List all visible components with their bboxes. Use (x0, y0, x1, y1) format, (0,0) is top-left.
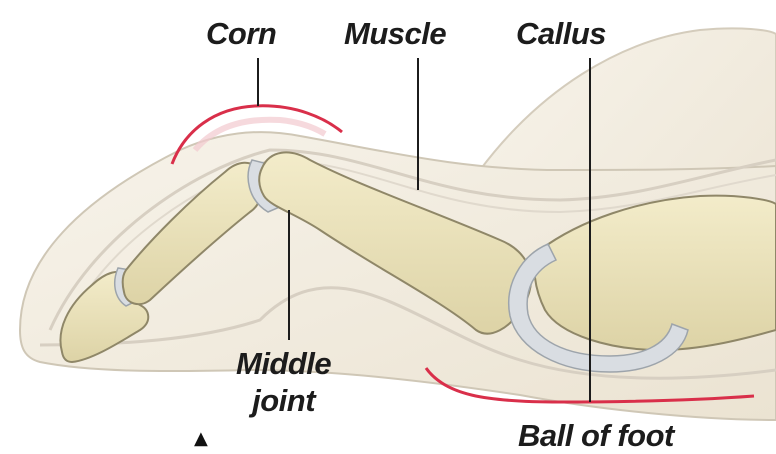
triangle-marker-icon: ▲ (194, 428, 208, 449)
ball-of-foot-label: Ball of foot (518, 420, 674, 451)
middle-joint-label-line2: joint (236, 383, 331, 420)
callus-label: Callus (516, 18, 606, 49)
middle-joint-label: Middle joint (236, 346, 331, 419)
middle-joint-label-line1: Middle (236, 346, 331, 383)
muscle-label: Muscle (344, 18, 446, 49)
corn-label: Corn (206, 18, 276, 49)
